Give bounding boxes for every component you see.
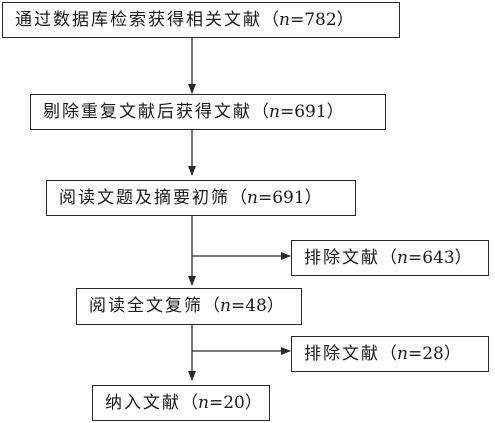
exclusion-2-var: n <box>397 343 408 364</box>
step-4-var: n <box>220 296 231 316</box>
step-1-label: 通过数据库检索获得相关文献 <box>15 9 262 30</box>
step-5-box: 纳入文献（n=20） <box>92 385 270 421</box>
step-2-label: 剔除重复文献后获得文献 <box>43 101 252 122</box>
step-5-count: 20 <box>223 392 245 413</box>
step-4-box: 阅读全文复筛（n=48） <box>76 288 302 325</box>
exclusion-2-label: 排除文献 <box>304 343 380 364</box>
step-5-label: 纳入文献 <box>105 392 181 413</box>
step-2-box: 剔除重复文献后获得文献（n=691） <box>30 94 386 130</box>
step-1-var: n <box>279 9 290 30</box>
step-3-box: 阅读文题及摘要初筛（n=691） <box>46 180 356 216</box>
step-2-var: n <box>269 101 280 122</box>
step-5-var: n <box>198 392 209 413</box>
step-3-count: 691 <box>272 187 305 208</box>
step-4-label: 阅读全文复筛 <box>89 296 203 316</box>
exclusion-1-box: 排除文献（n=643） <box>291 240 489 276</box>
exclusion-2-count: 28 <box>422 343 444 364</box>
exclusion-1-count: 643 <box>422 247 455 268</box>
step-4-count: 48 <box>245 296 267 316</box>
exclusion-1-var: n <box>397 247 408 268</box>
step-1-count: 782 <box>304 9 337 30</box>
step-3-label: 阅读文题及摘要初筛 <box>59 187 230 208</box>
step-2-count: 691 <box>294 101 327 122</box>
exclusion-2-box: 排除文献（n=28） <box>291 336 489 372</box>
step-1-box: 通过数据库检索获得相关文献（n=782） <box>2 2 400 38</box>
step-3-var: n <box>247 187 258 208</box>
exclusion-1-label: 排除文献 <box>304 247 380 268</box>
